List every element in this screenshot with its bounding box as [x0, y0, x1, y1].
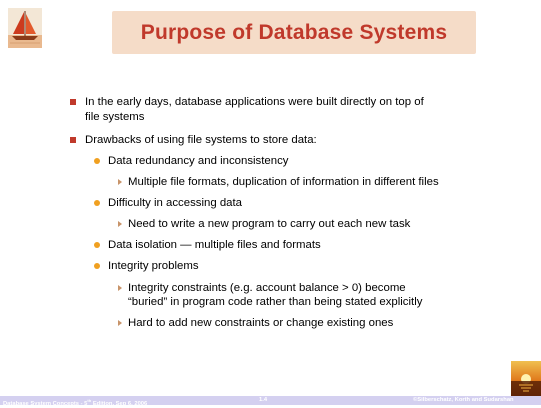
bullet-text: Multiple file formats, duplication of in… — [128, 176, 439, 188]
sunset-logo-icon — [511, 361, 541, 396]
footer-left: Database System Concepts - 5th Edition, … — [3, 397, 147, 408]
footer-page-number: 1.4 — [259, 397, 268, 403]
bullet-text: file systems — [85, 111, 145, 123]
triangle-bullet-icon — [118, 221, 122, 227]
footer-bar — [0, 396, 541, 405]
bullet-text: In the early days, database applications… — [85, 96, 424, 108]
bullet-text: Drawbacks of using file systems to store… — [85, 134, 317, 146]
bullet-text: Need to write a new program to carry out… — [128, 218, 411, 230]
footer-left-text-end: Edition, Sep 6, 2006 — [91, 400, 148, 407]
dot-bullet-icon — [94, 242, 100, 248]
bullet-text: Hard to add new constraints or change ex… — [128, 317, 394, 329]
slide-title: Purpose of Database Systems — [140, 20, 448, 44]
dot-bullet-icon — [94, 200, 100, 206]
footer-right: ©Silberschatz, Korth and Sudarshan — [413, 397, 514, 403]
bullet-text: Data redundancy and inconsistency — [108, 155, 289, 167]
square-bullet-icon — [70, 137, 76, 143]
bullet-text: “buried” in program code rather than bei… — [128, 296, 423, 308]
bullet-text: Difficulty in accessing data — [108, 197, 243, 209]
sailboat-logo-icon — [8, 8, 42, 48]
dot-bullet-icon — [94, 158, 100, 164]
triangle-bullet-icon — [118, 320, 122, 326]
footer-left-text: Database System Concepts - 5 — [3, 400, 88, 407]
bullet-text: Data isolation — multiple files and form… — [108, 239, 321, 251]
triangle-bullet-icon — [118, 285, 122, 291]
bullet-text: Integrity constraints (e.g. account bala… — [128, 282, 406, 294]
dot-bullet-icon — [94, 263, 100, 269]
triangle-bullet-icon — [118, 179, 122, 185]
bullet-text: Integrity problems — [108, 260, 199, 272]
title-box: Purpose of Database Systems — [112, 11, 476, 54]
square-bullet-icon — [70, 99, 76, 105]
footer-superscript: th — [87, 398, 92, 403]
